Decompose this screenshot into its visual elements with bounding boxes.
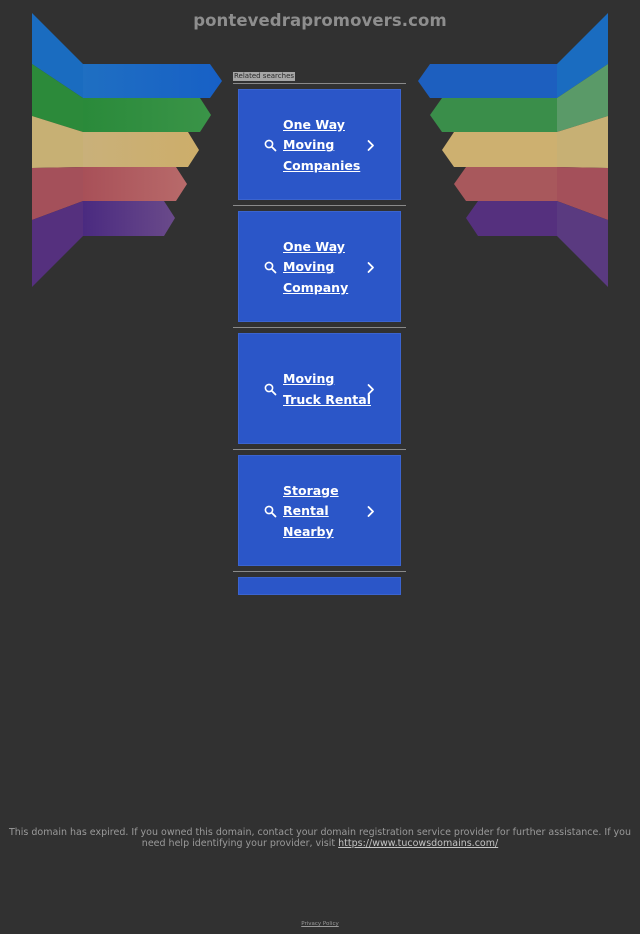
chevron-right-icon [367, 140, 374, 151]
related-search-label: One Way Moving Companies [283, 116, 361, 173]
divider [233, 449, 406, 450]
search-icon [264, 505, 277, 518]
left-ribbon-banner [32, 13, 222, 287]
search-icon [264, 383, 277, 396]
related-search-link[interactable]: Moving Truck Rental [238, 333, 401, 444]
notice-text: This domain has expired. If you owned th… [8, 827, 632, 849]
privacy-policy-link[interactable]: Privacy Policy [301, 921, 339, 927]
related-search-label: Storage Rental Nearby [283, 482, 339, 539]
chevron-right-icon [367, 262, 374, 273]
divider [233, 83, 406, 84]
domain-title: pontevedrapromovers.com [193, 11, 447, 30]
related-searches-label: Related searches [233, 72, 296, 81]
related-search-link[interactable]: One Way Moving Companies [238, 89, 401, 200]
related-search-label: One Way Moving Company [283, 238, 349, 295]
related-searches-list: One Way Moving Companies One Way Moving … [233, 83, 406, 595]
divider [233, 205, 406, 206]
related-search-link[interactable]: Storage Rental Nearby [238, 455, 401, 566]
search-icon [264, 139, 277, 152]
right-ribbon-banner [418, 13, 608, 287]
tucows-domains-link[interactable]: https://www.tucowsdomains.com/ [338, 838, 499, 849]
divider [233, 571, 406, 572]
divider [233, 327, 406, 328]
chevron-right-icon [367, 384, 374, 395]
related-search-label: Moving Truck Rental [283, 371, 371, 407]
related-search-link[interactable]: One Way Moving Company [238, 211, 401, 322]
chevron-right-icon [367, 506, 374, 517]
related-search-link-partial[interactable] [238, 577, 401, 595]
expired-domain-notice: This domain has expired. If you owned th… [0, 827, 640, 849]
search-icon [264, 261, 277, 274]
